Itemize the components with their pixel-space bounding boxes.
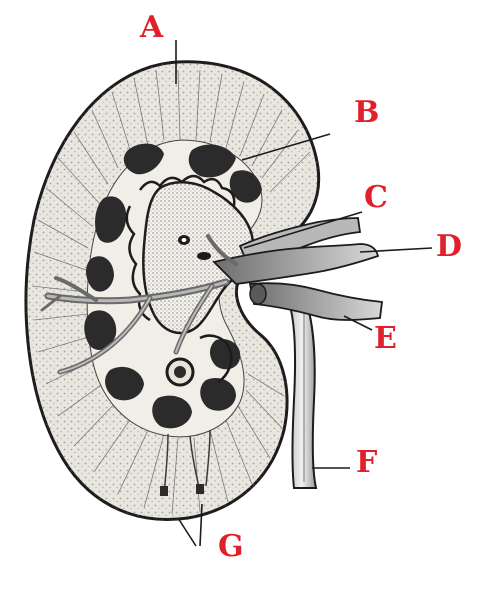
label-e: E (374, 321, 397, 356)
label-g: G (218, 529, 244, 564)
renal-vessel-lower (248, 282, 384, 321)
leader-line-b (241, 133, 331, 161)
renal-pyramids (84, 143, 262, 429)
leader-line-g2 (199, 503, 203, 547)
leader-lines (175, 40, 433, 547)
label-c: C (364, 180, 388, 215)
ureter (286, 294, 318, 489)
leader-line-g1 (177, 517, 197, 547)
cortex-striations (31, 69, 311, 515)
label-f: F (356, 445, 377, 480)
label-a: A (139, 10, 164, 45)
leader-line-d (359, 247, 433, 253)
leader-line-c (243, 211, 363, 249)
leader-line-e (343, 315, 373, 331)
label-d: D (436, 229, 462, 264)
label-b: B (354, 95, 379, 130)
interlobar-vessels (40, 234, 238, 375)
renal-artery (212, 243, 380, 285)
